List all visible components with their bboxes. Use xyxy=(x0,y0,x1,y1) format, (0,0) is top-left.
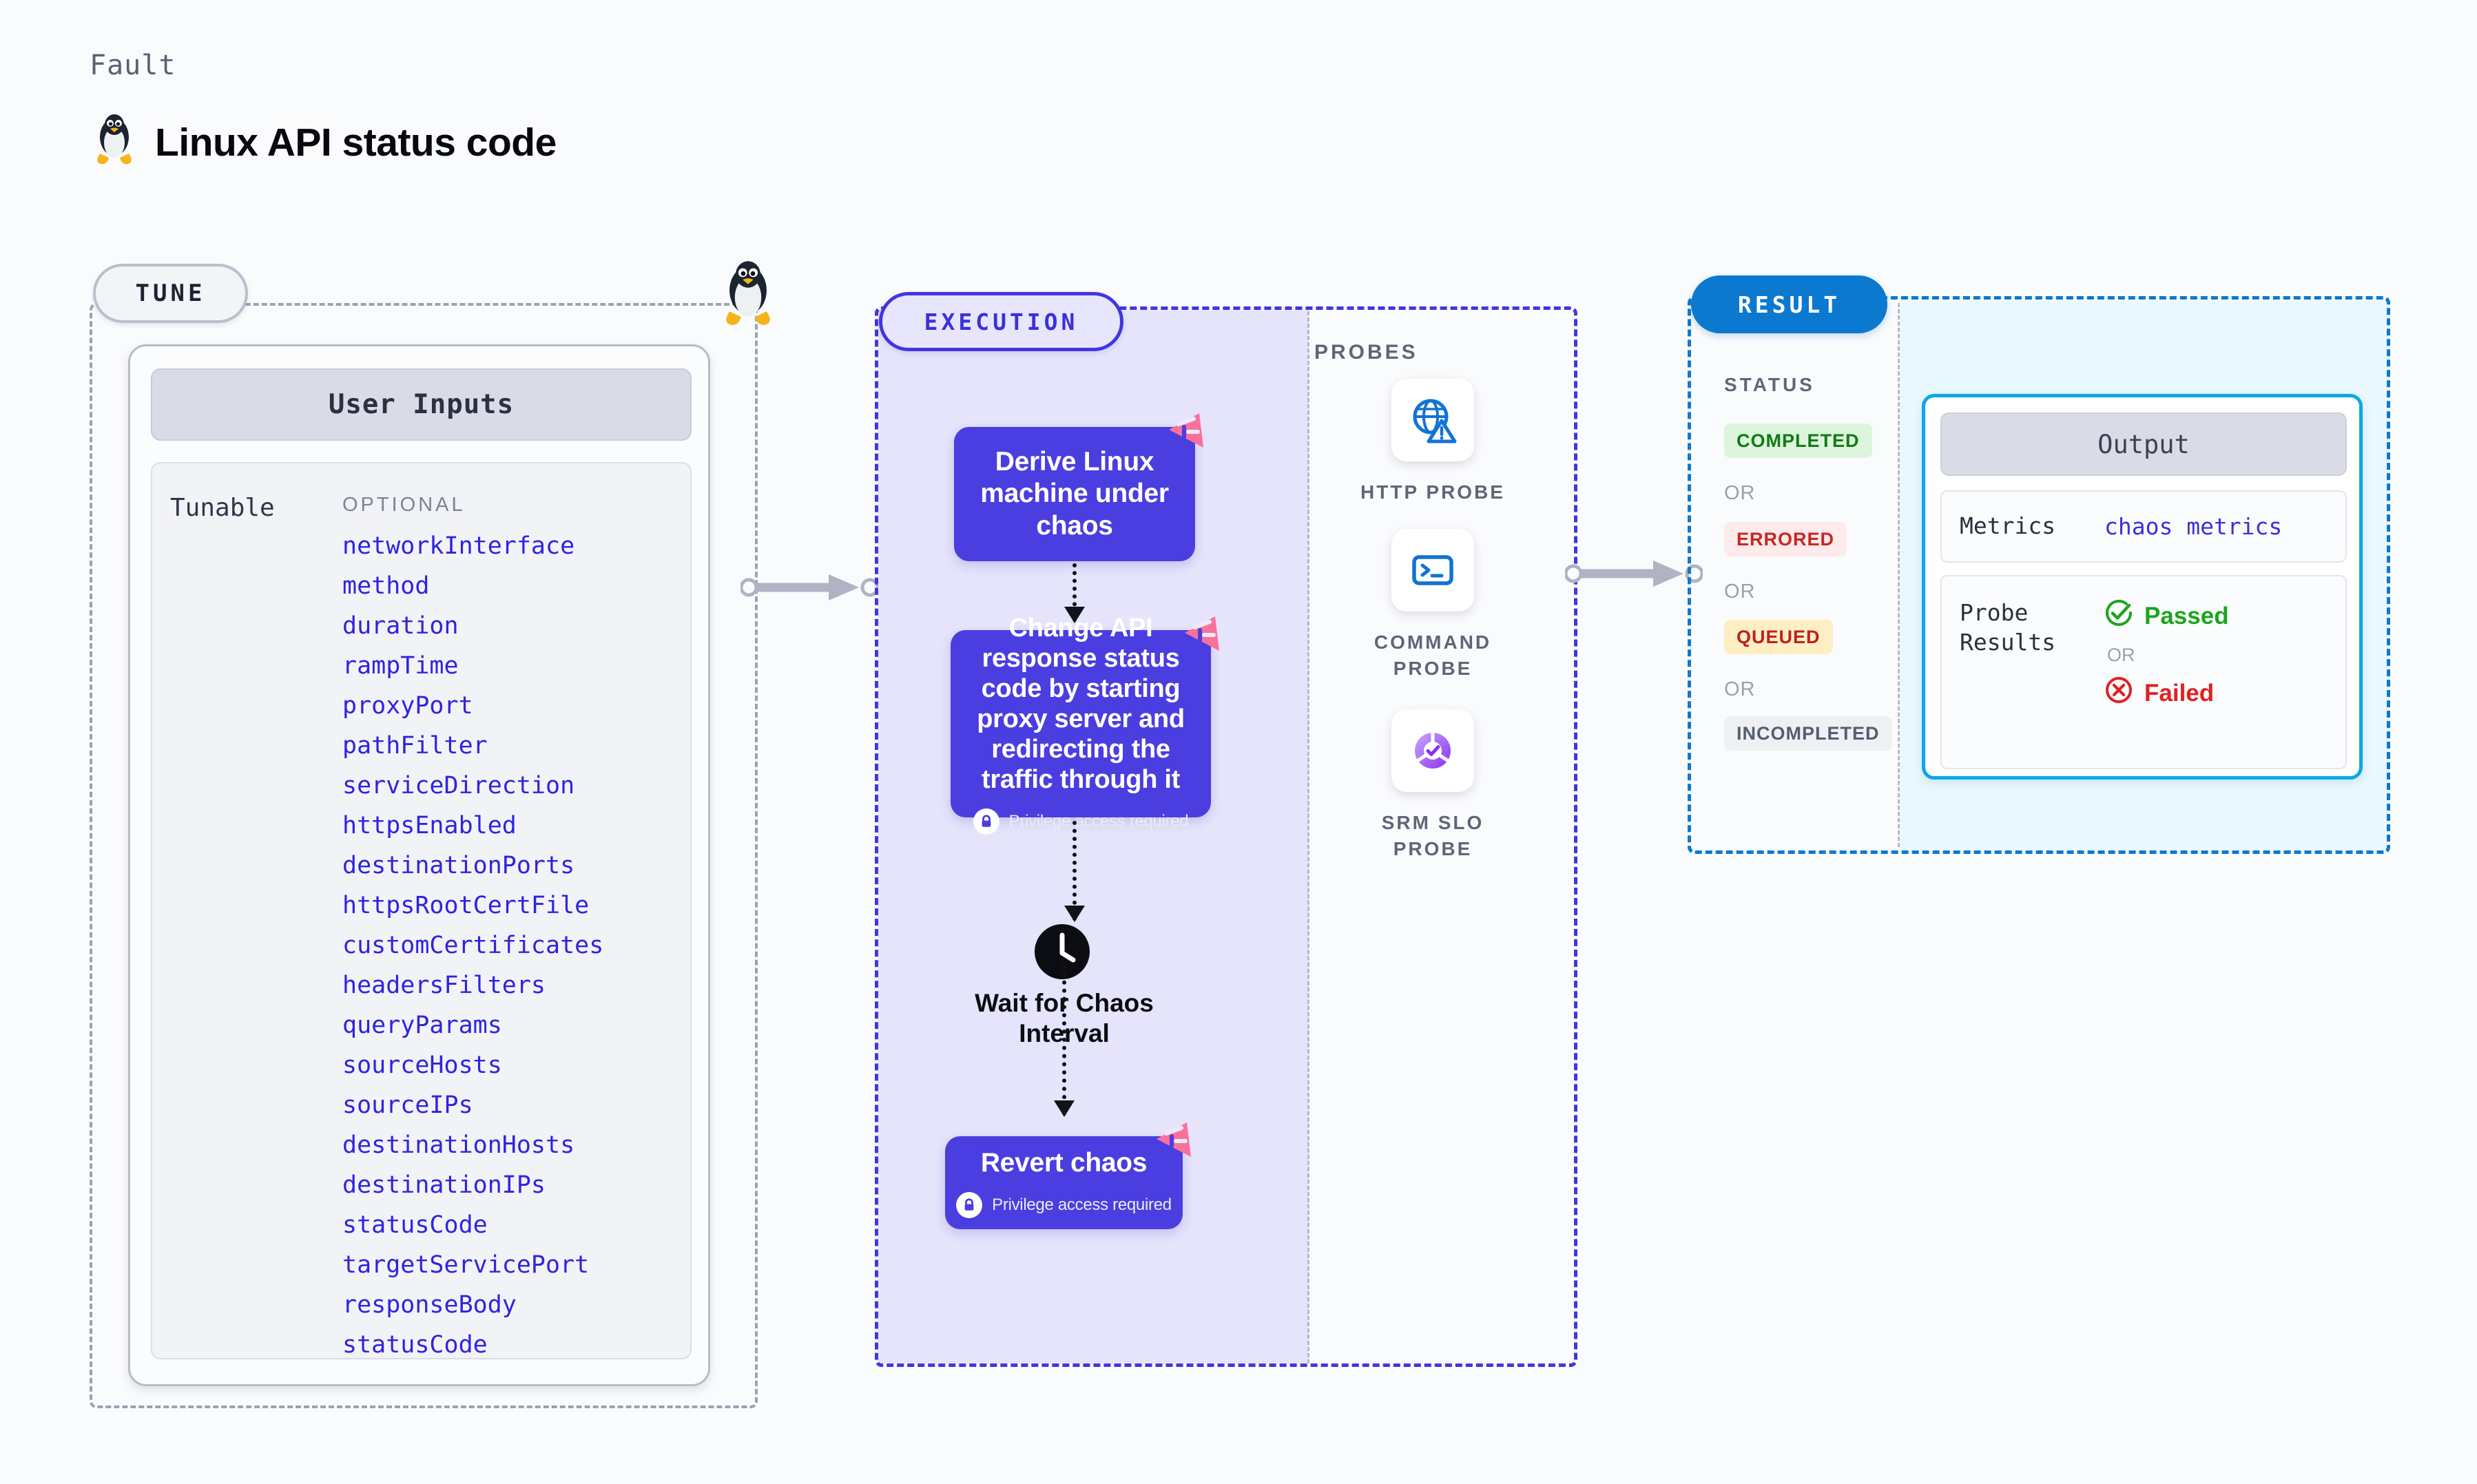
param-item[interactable]: destinationHosts xyxy=(342,1131,575,1159)
execution-pill[interactable]: EXECUTION xyxy=(879,292,1123,351)
user-inputs-card: User Inputs Tunable OPTIONAL networkInte… xyxy=(128,344,710,1386)
param-item[interactable]: pathFilter xyxy=(342,732,488,760)
probe-label: SRM SLO PROBE xyxy=(1381,812,1484,859)
param-item[interactable]: headersFilters xyxy=(342,972,546,999)
param-item[interactable]: destinationIPs xyxy=(342,1171,546,1199)
tunable-group-label: Tunable xyxy=(170,494,275,522)
execution-node-label: Revert chaos xyxy=(980,1147,1148,1178)
lock-icon xyxy=(956,1191,983,1218)
globe-warning-icon xyxy=(1391,379,1474,461)
user-inputs-header: User Inputs xyxy=(151,368,692,441)
result-pill[interactable]: RESULT xyxy=(1691,275,1887,333)
param-item[interactable]: statusCode xyxy=(342,1211,488,1239)
status-or-3: OR xyxy=(1724,678,1756,700)
param-item[interactable]: rampTime xyxy=(342,652,459,680)
param-item[interactable]: destinationPorts xyxy=(342,852,575,879)
probe-srm-slo[interactable]: SRM SLO PROBE xyxy=(1354,709,1512,862)
terminal-icon xyxy=(1391,529,1474,612)
probe-results-values: Passed OR Failed xyxy=(2104,598,2229,768)
execution-node-change-status[interactable]: Change API response status code by start… xyxy=(951,614,1219,835)
result-divider xyxy=(1898,303,1900,847)
linux-penguin-marker-icon xyxy=(716,260,780,329)
probe-http[interactable]: HTTP PROBE xyxy=(1354,379,1512,505)
probe-result-or: OR xyxy=(2107,645,2135,665)
param-item[interactable]: sourceIPs xyxy=(342,1091,473,1119)
privilege-notice-text: Privilege access required xyxy=(1008,812,1189,831)
param-item[interactable]: customCertificates xyxy=(342,932,604,959)
slo-donut-check-icon xyxy=(1391,709,1474,792)
metrics-row: Metrics chaos metrics xyxy=(1940,490,2347,563)
tune-section xyxy=(90,303,758,1408)
probe-label: COMMAND PROBE xyxy=(1374,631,1492,679)
status-or-1: OR xyxy=(1724,482,1756,504)
page-title-text: Linux API status code xyxy=(155,120,557,165)
status-section-label: STATUS xyxy=(1724,374,1815,395)
metrics-key: Metrics xyxy=(1960,512,2056,540)
probe-results-key: Probe Results xyxy=(1960,599,2056,656)
privilege-notice: Privilege access required xyxy=(973,808,1189,835)
probe-label: HTTP PROBE xyxy=(1360,481,1505,503)
output-card: Output Metrics chaos metrics Probe Resul… xyxy=(1922,394,2363,780)
privilege-notice: Privilege access required xyxy=(956,1191,1172,1218)
execution-node-label: Derive Linux machine under chaos xyxy=(980,447,1169,541)
chaos-fault-badge-icon xyxy=(1163,409,1214,453)
status-badge-queued: QUEUED xyxy=(1724,620,1833,654)
execution-node-derive[interactable]: Derive Linux machine under chaos xyxy=(954,413,1203,561)
probes-divider xyxy=(1307,311,1309,1363)
flow-arrow-3 xyxy=(1054,964,1075,1117)
probes-section-label: PROBES xyxy=(1314,341,1418,364)
x-circle-icon xyxy=(2104,676,2133,711)
connector-tune-to-execution xyxy=(739,572,880,603)
privilege-notice-text: Privilege access required xyxy=(992,1195,1172,1214)
param-item[interactable]: httpsEnabled xyxy=(342,812,517,839)
lock-icon xyxy=(973,808,999,835)
probe-result-passed: Passed xyxy=(2104,598,2229,634)
chaos-fault-badge-icon xyxy=(1179,612,1230,656)
param-item[interactable]: method xyxy=(342,572,430,600)
param-item[interactable]: networkInterface xyxy=(342,532,575,560)
execution-node-label: Change API response status code by start… xyxy=(977,613,1185,795)
status-badge-incompleted: INCOMPLETED xyxy=(1724,716,1892,751)
metrics-value: chaos metrics xyxy=(2104,513,2283,540)
result-section xyxy=(1688,296,2390,854)
param-item[interactable]: responseBody xyxy=(342,1291,517,1319)
output-header: Output xyxy=(1940,412,2347,476)
param-item[interactable]: serviceDirection xyxy=(342,772,575,800)
optional-label: OPTIONAL xyxy=(342,494,466,516)
param-item[interactable]: httpsRootCertFile xyxy=(342,892,590,919)
check-circle-icon xyxy=(2104,598,2133,634)
fault-kicker: Fault xyxy=(90,50,176,81)
param-item[interactable]: proxyPort xyxy=(342,692,473,720)
execution-section xyxy=(875,306,1577,1367)
flow-arrow-2 xyxy=(1064,821,1085,922)
param-list: networkInterface method duration rampTime pr… xyxy=(342,534,603,1357)
param-item[interactable]: sourceHosts xyxy=(342,1052,502,1079)
linux-penguin-icon xyxy=(93,114,136,171)
connector-execution-to-result xyxy=(1564,558,1704,589)
chaos-fault-badge-icon xyxy=(1151,1118,1202,1162)
probe-results-row: Probe Results Passed OR xyxy=(1940,575,2347,769)
page-title: Linux API status code xyxy=(93,114,557,171)
param-item[interactable]: duration xyxy=(342,612,459,640)
params-column: OPTIONAL networkInterface method duration r… xyxy=(342,476,603,1358)
execution-node-revert-chaos[interactable]: Revert chaos Privilege access required xyxy=(945,1122,1191,1229)
probe-result-passed-label: Passed xyxy=(2144,602,2229,629)
status-badge-errored: ERRORED xyxy=(1724,522,1847,556)
tune-pill[interactable]: TUNE xyxy=(93,264,248,323)
probe-result-failed-label: Failed xyxy=(2144,679,2215,707)
flow-arrow-1 xyxy=(1064,563,1085,623)
status-badge-completed: COMPLETED xyxy=(1724,424,1872,458)
tunable-params-panel: Tunable OPTIONAL networkInterface method d… xyxy=(151,462,692,1359)
clock-icon xyxy=(1033,923,1091,981)
param-item[interactable]: statusCode xyxy=(342,1331,488,1359)
probe-command[interactable]: COMMAND PROBE xyxy=(1354,529,1512,682)
param-item[interactable]: targetServicePort xyxy=(342,1251,590,1279)
probe-result-failed: Failed xyxy=(2104,676,2229,711)
param-item[interactable]: queryParams xyxy=(342,1012,502,1039)
status-or-2: OR xyxy=(1724,581,1756,603)
